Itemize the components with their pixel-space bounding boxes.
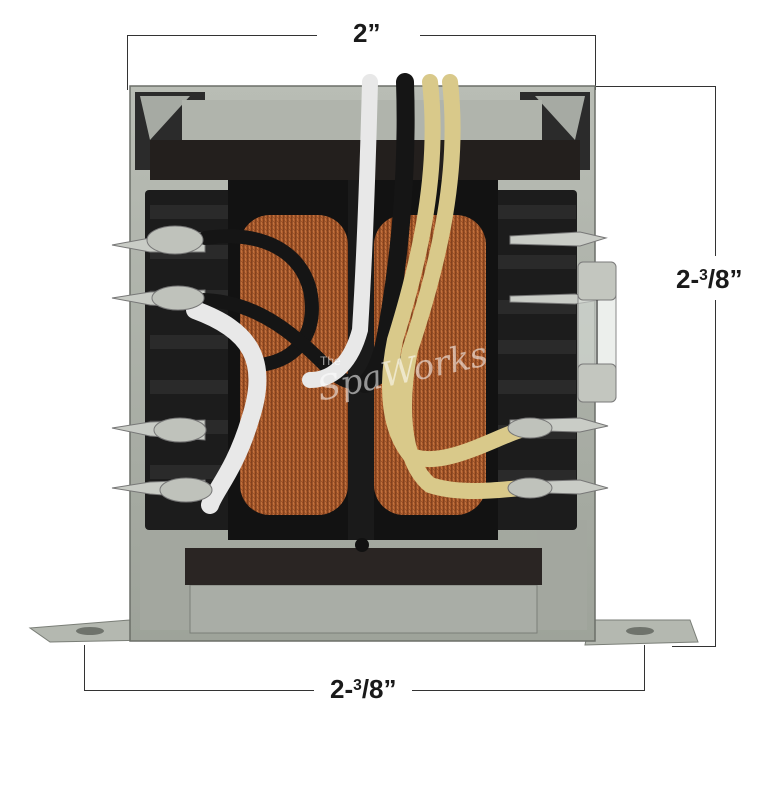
- base-whole: 2-: [330, 674, 354, 704]
- base-dimension-tick-left: [84, 645, 85, 691]
- base-numerator: 3: [353, 677, 362, 694]
- base-unit: ”: [383, 674, 397, 704]
- height-dimension-label: 2-3/8”: [668, 266, 751, 292]
- mounting-foot-right: [584, 619, 699, 646]
- glass-fuse: [577, 261, 617, 403]
- height-unit: ”: [729, 264, 743, 294]
- height-numerator: 3: [699, 267, 708, 284]
- width-dimension-tick-left: [127, 35, 128, 90]
- width-dimension-line-right: [420, 35, 596, 36]
- base-dimension-label: 2-3/8”: [322, 676, 405, 702]
- height-dimension-line-top: [715, 86, 716, 256]
- height-dimension-tick-top: [596, 86, 716, 87]
- width-unit: ”: [367, 18, 381, 48]
- solder-joints: [146, 225, 553, 503]
- height-dimension-tick-bottom: [672, 646, 716, 647]
- width-dimension-tick-right: [595, 35, 596, 90]
- wires: [186, 73, 528, 514]
- base-denominator: 8: [369, 674, 384, 704]
- height-denominator: 8: [715, 264, 730, 294]
- width-value: 2: [353, 18, 368, 48]
- width-dimension-label: 2”: [345, 18, 389, 48]
- base-dimension-line-left: [84, 690, 314, 691]
- height-dimension-line-bottom: [715, 300, 716, 646]
- width-dimension-line-left: [127, 35, 317, 36]
- base-dimension-line-right: [412, 690, 644, 691]
- base-dimension-tick-right: [644, 645, 645, 691]
- watermark-the: The: [320, 354, 341, 368]
- height-whole: 2-: [676, 264, 700, 294]
